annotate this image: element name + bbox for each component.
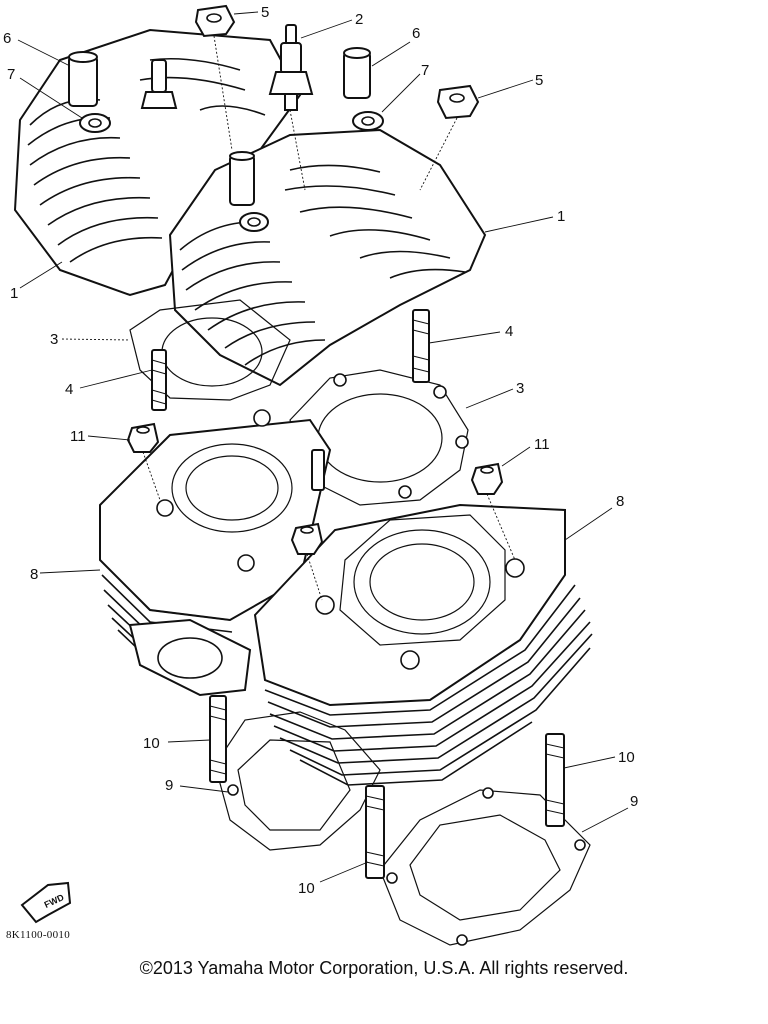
stud-bolt-10-left-icon xyxy=(209,695,227,783)
cooling-fins-right-cylinder xyxy=(264,584,593,786)
callout-numbers: 5 2 6 6 7 7 5 1 1 3 4 4 3 11 11 8 8 10 1… xyxy=(3,4,638,897)
cylinder-right xyxy=(253,503,593,786)
callout-8-left: 8 xyxy=(30,566,38,583)
callout-9-right: 9 xyxy=(630,793,638,810)
stud-bolt-10-right-icon xyxy=(545,733,565,827)
callout-10-right: 10 xyxy=(618,749,635,766)
callout-8-right: 8 xyxy=(616,493,624,510)
callout-4-right: 4 xyxy=(505,323,513,340)
exhaust-port-flange xyxy=(128,618,252,697)
collar-right-icon xyxy=(229,154,255,206)
callout-6-left: 6 xyxy=(3,30,11,47)
callout-7-left: 7 xyxy=(7,66,15,83)
callout-5-top: 5 xyxy=(261,4,269,21)
cylinder-head-right xyxy=(168,128,487,387)
stud-bolt-10-center-icon xyxy=(365,785,385,879)
spark-plug-icon xyxy=(268,24,314,111)
callout-3-right: 3 xyxy=(516,380,524,397)
callout-2: 2 xyxy=(355,11,363,28)
nut-11-center-icon xyxy=(290,522,324,555)
cylinder-assembly-drawing: 5 2 6 6 7 7 5 1 1 3 4 4 3 11 11 8 8 10 1… xyxy=(3,4,638,946)
base-gasket-left xyxy=(214,711,381,851)
callout-3-left: 3 xyxy=(50,331,58,348)
cooling-fins-right-head xyxy=(179,164,466,366)
callout-4-left: 4 xyxy=(65,381,73,398)
base-gasket-right xyxy=(379,787,591,946)
stud-bolt-right-icon xyxy=(412,309,430,383)
nut-right-icon xyxy=(436,84,480,120)
callout-11-left: 11 xyxy=(70,428,86,445)
leader-lines xyxy=(17,11,629,883)
callout-1-left: 1 xyxy=(10,285,18,302)
callout-7-right: 7 xyxy=(421,62,429,79)
copyright-notice: ©2013 Yamaha Motor Corporation, U.S.A. A… xyxy=(139,958,629,978)
callout-10-left: 10 xyxy=(143,735,160,752)
callout-9-left: 9 xyxy=(165,777,173,794)
forward-arrow-icon: FWD xyxy=(20,881,72,924)
cylinder-head-left xyxy=(13,28,302,297)
callout-11-right: 11 xyxy=(534,436,550,453)
nut-top-icon xyxy=(194,4,236,38)
callout-6-right: 6 xyxy=(412,25,420,42)
callout-5-right: 5 xyxy=(535,72,543,89)
diagram-reference-code: 8K1100-0010 xyxy=(6,929,70,941)
callout-10-center: 10 xyxy=(298,880,315,897)
stud-bolt-left-icon xyxy=(151,349,167,411)
nut-11-left-icon xyxy=(126,422,160,453)
collar-left-icon xyxy=(68,55,98,107)
callout-1-right: 1 xyxy=(557,208,565,225)
nut-11-right-icon xyxy=(470,462,504,495)
stud-bolt-center-icon xyxy=(311,449,325,491)
cooling-fins-left-head xyxy=(27,57,266,263)
collar-icon xyxy=(343,47,371,99)
spark-plug-left-icon xyxy=(140,59,178,109)
